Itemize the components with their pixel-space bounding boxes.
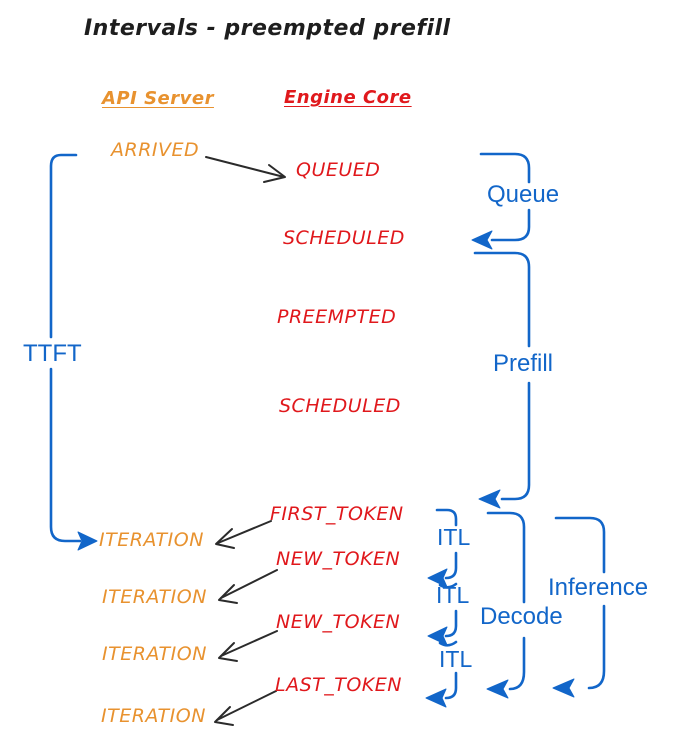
interval-label-ttft: TTFT — [23, 340, 82, 367]
event-last-token: LAST_TOKEN — [275, 674, 402, 696]
event-iteration-3: ITERATION — [102, 643, 207, 665]
itl-return-2-stem — [444, 609, 458, 638]
inference-bracket-top — [554, 516, 606, 574]
inference-bracket-bottom — [587, 604, 606, 690]
interval-label-inference: Inference — [548, 574, 649, 601]
decode-bracket-bottom — [508, 636, 526, 691]
queue-bracket-bottom — [490, 208, 531, 242]
arrived-to-queued-line — [205, 156, 285, 178]
new-token-2-to-iteration-arrowhead-icon — [218, 642, 238, 662]
itl-bracket-top — [435, 508, 458, 527]
itl-return-2-arrowhead-icon — [427, 626, 448, 646]
queue-arrowhead-icon — [471, 230, 493, 250]
ttft-arrowhead-icon — [77, 531, 98, 551]
event-arrived: ARRIVED — [111, 139, 200, 161]
event-queued: QUEUED — [296, 159, 381, 181]
last-token-to-iteration-arrowhead-icon — [214, 706, 234, 726]
ttft-bracket-top — [49, 153, 78, 339]
last-token-to-iteration-line — [216, 690, 277, 721]
prefill-arrowhead-icon — [478, 489, 501, 509]
new-token-1-to-iteration-line — [220, 569, 278, 599]
event-first-token: FIRST_TOKEN — [270, 503, 404, 525]
inference-arrowhead-icon — [552, 678, 575, 698]
event-iteration-4: ITERATION — [101, 705, 206, 727]
arrived-to-queued-arrowhead-icon — [263, 164, 286, 183]
event-scheduled-2: SCHEDULED — [279, 395, 401, 417]
prefill-bracket-top — [473, 251, 531, 348]
decode-bracket-top — [486, 511, 526, 604]
event-iteration-2: ITERATION — [102, 586, 207, 608]
column-header-engine-core: Engine Core — [284, 87, 412, 108]
first-token-to-iteration-arrowhead-icon — [215, 528, 235, 549]
first-token-to-iteration-line — [217, 520, 272, 544]
interval-label-itl-3: ITL — [439, 646, 473, 672]
itl-return-1-stem — [444, 551, 458, 580]
interval-label-itl-1: ITL — [437, 524, 471, 550]
event-iteration-1: ITERATION — [99, 529, 204, 551]
event-new-token-1: NEW_TOKEN — [276, 548, 401, 570]
itl-return-2-tail — [438, 640, 458, 647]
interval-label-prefill: Prefill — [493, 350, 554, 377]
itl-return-3-stem — [444, 671, 458, 700]
page-title: Intervals - preempted prefill — [84, 16, 451, 41]
column-header-api-server: API Server — [102, 88, 214, 109]
itl-return-3-arrowhead-icon — [425, 688, 447, 708]
queue-bracket-top — [479, 152, 531, 184]
decode-arrowhead-icon — [486, 679, 509, 699]
prefill-bracket-bottom — [500, 381, 531, 501]
new-token-2-to-iteration-line — [220, 630, 278, 657]
interval-label-queue: Queue — [487, 181, 560, 208]
event-new-token-2: NEW_TOKEN — [276, 611, 401, 633]
event-scheduled-1: SCHEDULED — [283, 227, 405, 249]
interval-label-itl-2: ITL — [436, 582, 470, 608]
interval-label-decode: Decode — [480, 603, 563, 630]
new-token-1-to-iteration-arrowhead-icon — [218, 584, 238, 604]
event-preempted: PREEMPTED — [277, 306, 397, 328]
ttft-bracket-bottom — [49, 367, 82, 543]
itl-return-1-tail — [438, 582, 458, 589]
